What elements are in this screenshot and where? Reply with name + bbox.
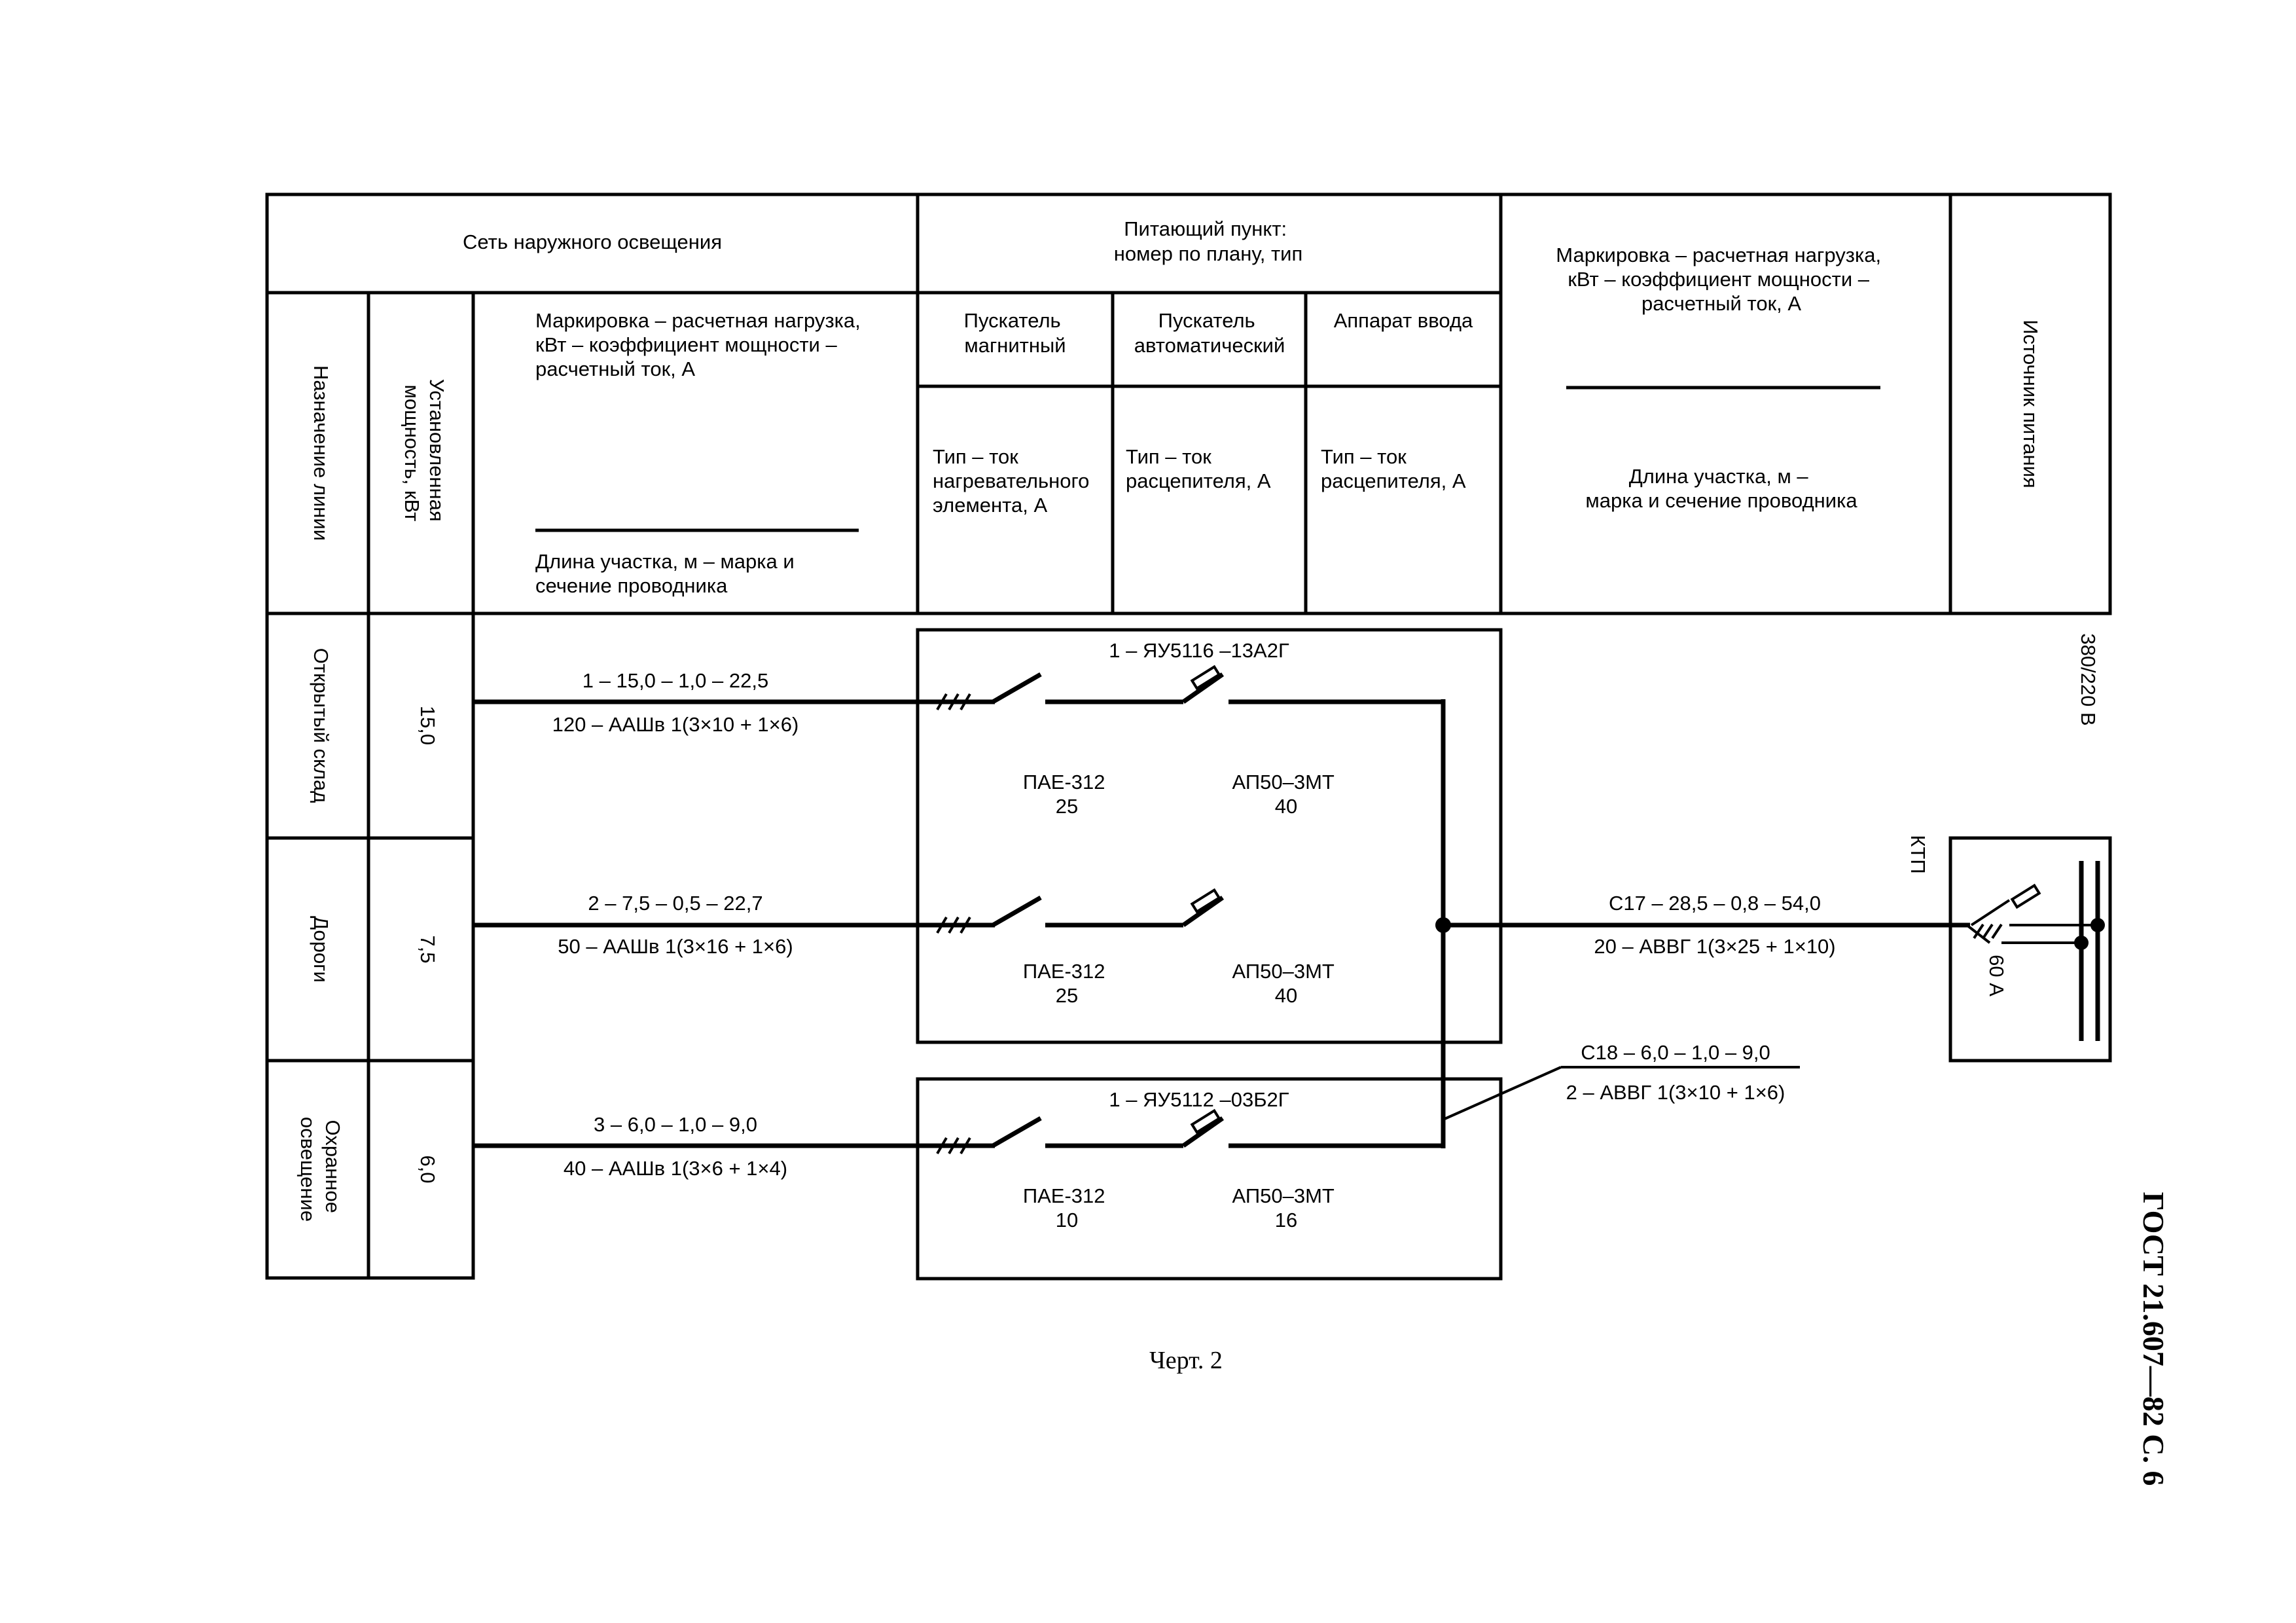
header-supply-point: Питающий пункт: номер по плану, тип xyxy=(1114,217,1303,265)
cabinet-1-frame xyxy=(916,628,1503,1044)
device-1-magnetic: ПАЕ-312 25 xyxy=(1023,771,1111,818)
header-right-marking-bottom: Длина участка, м – марка и сечение прово… xyxy=(1585,465,1857,512)
ktp-switch-blade xyxy=(1970,899,2011,926)
device-3-automatic: АП50–3МТ 16 xyxy=(1232,1184,1340,1231)
row-2-name: Дороги xyxy=(310,916,332,983)
header-power-source: Источник питания xyxy=(2019,319,2042,488)
magnetic-contact-2 xyxy=(992,895,1042,928)
header-input-device: Аппарат ввода xyxy=(1334,309,1473,332)
row-2-power: 7,5 xyxy=(416,935,439,963)
header-table xyxy=(265,192,2112,615)
switch-group-2 xyxy=(936,888,1225,934)
line-2-mark: 2 – 7,5 – 0,5 – 22,7 xyxy=(588,892,762,915)
cabinet-1-title: 1 – ЯУ5116 –13А2Г xyxy=(1109,639,1289,662)
feeder-c18-cable: 2 – АВВГ 1(3×10 + 1×6) xyxy=(1566,1081,1785,1104)
header-marking-top: Маркировка – расчетная нагрузка, кВт – к… xyxy=(535,309,866,380)
header-network: Сеть наружного освещения xyxy=(463,230,722,253)
page-header: ГОСТ 21.607—82 С. 6 xyxy=(2137,1192,2170,1486)
row-1-power: 15,0 xyxy=(416,706,439,745)
header-line-purpose: Назначение линии xyxy=(310,365,332,541)
row-table xyxy=(265,611,475,1280)
header-automatic-sub: Тип – ток расцепителя, А xyxy=(1126,445,1271,492)
header-right-marking-top: Маркировка – расчетная нагрузка, кВт – к… xyxy=(1556,244,1886,315)
magnetic-contact-3 xyxy=(992,1116,1042,1148)
breaker-release-3 xyxy=(1190,1108,1221,1135)
row-3-power: 6,0 xyxy=(416,1155,439,1183)
device-3-magnetic: ПАЕ-312 10 xyxy=(1023,1184,1111,1231)
switch-group-3 xyxy=(936,1108,1443,1155)
feeder-c17-cable: 20 – АВВГ 1(3×25 + 1×10) xyxy=(1594,935,1835,958)
feeder-c18-mark: С18 – 6,0 – 1,0 – 9,0 xyxy=(1581,1041,1770,1064)
device-2-magnetic: ПАЕ-312 25 xyxy=(1023,960,1111,1007)
header-table-frame xyxy=(265,192,2112,615)
ktp-breaker-current: 60 А xyxy=(1985,955,2008,996)
header-starter-automatic: Пускатель автоматический xyxy=(1134,309,1285,357)
breaker-contact-2 xyxy=(1181,896,1225,927)
row-1-name: Открытый склад xyxy=(310,648,332,803)
header-marking-bottom: Длина участка, м – марка и сечение прово… xyxy=(535,550,800,597)
ktp-junction-dot-2 xyxy=(2074,936,2089,950)
header-installed-power: Установленная мощность, кВт xyxy=(401,379,448,528)
device-2-automatic: АП50–3МТ 40 xyxy=(1232,960,1340,1007)
feeder-c17-mark: С17 – 28,5 – 0,8 – 54,0 xyxy=(1609,892,1821,915)
cabinet-2-title: 1 – ЯУ5112 –03Б2Г xyxy=(1109,1088,1289,1111)
breaker-release-1 xyxy=(1190,665,1221,691)
busbar-junction-dot xyxy=(1435,917,1451,933)
line-2-cable-label: 50 – ААШв 1(3×16 + 1×6) xyxy=(558,935,793,958)
header-magnetic-sub: Тип – ток нагревательного элемента, А xyxy=(933,445,1095,517)
ktp-breaker-release xyxy=(2010,883,2041,909)
header-input-sub: Тип – ток расцепителя, А xyxy=(1321,445,1466,492)
line-1-mark: 1 – 15,0 – 1,0 – 22,5 xyxy=(583,669,768,692)
header-starter-magnetic: Пускатель магнитный xyxy=(964,309,1067,357)
device-1-automatic: АП50–3МТ 40 xyxy=(1232,771,1340,818)
cabinet-2-frame xyxy=(916,1077,1503,1281)
feeder-c18-leader xyxy=(1443,1066,1562,1121)
figure-caption: Черт. 2 xyxy=(1149,1347,1223,1374)
line-1-cable-label: 120 – ААШв 1(3×10 + 1×6) xyxy=(552,713,799,736)
ktp-junction-dot-1 xyxy=(2090,918,2105,932)
source-voltage: 380/220 В xyxy=(2077,633,2100,725)
breaker-contact-1 xyxy=(1181,672,1225,704)
ktp-frame xyxy=(1948,836,2112,1063)
line-3-mark: 3 – 6,0 – 1,0 – 9,0 xyxy=(594,1113,757,1136)
row-3-name: Охранное освещение xyxy=(296,1117,344,1222)
breaker-release-2 xyxy=(1190,888,1221,914)
ktp-label: КТП xyxy=(1907,835,1929,873)
breaker-contact-3 xyxy=(1181,1116,1225,1148)
switch-group-1 xyxy=(936,665,1443,711)
magnetic-contact-1 xyxy=(992,672,1042,704)
line-3-cable-label: 40 – ААШв 1(3×6 + 1×4) xyxy=(564,1157,787,1180)
